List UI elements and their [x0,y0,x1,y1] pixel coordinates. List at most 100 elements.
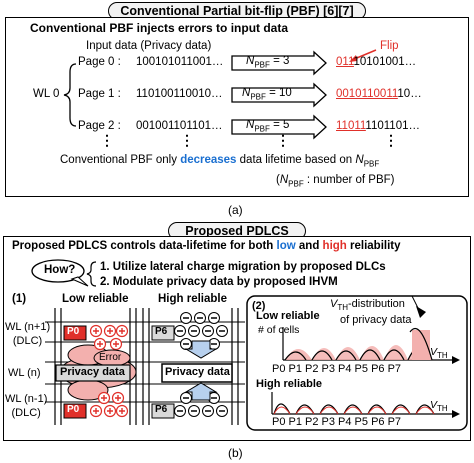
n-sub: PBF [254,124,270,134]
how-bubble [31,259,85,283]
n-symbol: N [355,154,364,166]
n-sub: PBF [254,60,270,70]
dots-pages: ⋮ [100,132,114,148]
dots-output: ⋮ [384,132,398,148]
vth-v: V [330,298,338,310]
legend-text: : number of PBF) [306,174,395,186]
p0-bottom: P0 [67,404,80,415]
wl-mid-label: WL (n) [8,367,41,379]
label-2: (2) [252,300,266,312]
row0-flipped: 011 [336,56,354,68]
n-sub: PBF [250,92,266,102]
high-reliable-2: High reliable [256,378,323,390]
row0-bits: 100101011001… [136,56,224,68]
privacy-data-high: Privacy data [165,366,230,378]
vth-sub: TH [337,303,349,313]
privacy-data-low: Privacy data [60,366,125,378]
cell-structure [45,308,245,425]
low-reliable-2: Low reliable [256,310,320,322]
caption-a: (a) [228,203,243,217]
row2-page: Page 2 : [78,120,121,132]
error-label: Error [99,352,122,363]
banner-a-text: Conventional Partial bit-flip (PBF) [6][… [120,4,354,18]
cells-label: # of cells [258,324,300,336]
vth-v: V [430,346,438,358]
states-high: P0 P1 P2 P3 P4 P5 P6 P7 [272,416,402,428]
banner-a: Conventional Partial bit-flip (PBF) [6][… [108,2,366,20]
how-label: How? [44,264,76,276]
n-symbol: N [246,119,255,131]
vth-axis-low: VTH [430,346,448,360]
row2-npbf: NPBF = 5 [246,119,289,133]
wl-bot-label: WL (n-1) (DLC) [5,392,47,420]
row0-nvalue: = 3 [273,55,290,67]
flip-pointer-head [349,55,357,62]
heading-b-post: reliability [346,240,401,252]
heading-b-high: high [322,240,347,252]
p0-top: P0 [67,326,80,337]
p6-top: P6 [155,326,168,337]
row1-rest: 10… [397,88,422,100]
legend-a: (NPBF : number of PBF) [276,174,395,189]
high-reliable-label: High reliable [158,293,228,305]
vth-sub: TH [437,351,448,361]
row1-nvalue: = 10 [269,87,292,99]
note-key: decreases [180,154,237,166]
row2-rest: 1101101… [365,120,420,132]
wl-bot: WL (n-1) [5,393,48,405]
n-symbol: N [246,55,255,67]
item-1: 1. Utilize lateral charge migration by p… [100,261,386,273]
row0-npbf: NPBF = 3 [246,55,289,69]
row0-rest: 10101001… [353,56,417,68]
flip-label: Flip [380,40,399,52]
row1-page: Page 1 : [78,88,121,100]
how-bubble-tail [70,276,89,287]
caption-b: (b) [228,446,243,460]
panel-a [5,17,469,197]
heading-b-mid: and [295,240,323,252]
input-data-label: Input data (Privacy data) [86,40,212,52]
row2-output: 110111101101… [336,120,420,132]
low-reliable-label: Low reliable [62,293,129,305]
vth-title2: of privacy data [340,314,412,327]
row0-output: 01110101001… [336,56,416,68]
wl-top-label: WL (n+1) (DLC) [5,320,50,348]
n-symbol: N [242,87,251,99]
note-a: Conventional PBF only decreases data lif… [60,154,379,168]
states-low: P0 P1 P2 P3 P4 P5 P6 P7 [272,363,402,375]
row1-bits: 110100110010… [136,88,223,100]
vth-sub: TH [437,404,448,414]
vth-v: V [430,399,438,411]
n-symbol: N [279,174,289,186]
row2-nvalue: = 5 [273,119,290,131]
p6-bottom: P6 [155,404,168,415]
item-2: 2. Modulate privacy data by proposed IHV… [100,276,338,288]
wl0-brace [63,63,77,127]
row0-page: Page 0 : [78,56,121,68]
wl-top-sub: (DLC) [12,335,43,347]
vth-axis-high: VTH [430,399,448,413]
heading-b: Proposed PDLCS controls data-lifetime fo… [12,240,401,252]
heading-a: Conventional PBF injects errors to input… [30,21,289,35]
banner-b-text: Proposed PDLCS [185,224,289,238]
row1-output: 001011001110… [336,88,422,100]
row2-bits: 001001101101… [136,120,223,132]
row1-flipped: 0010110011 [336,88,398,100]
heading-b-pre: Proposed PDLCS controls data-lifetime fo… [12,240,277,252]
arrow-page0 [231,50,327,76]
n-sub: PBF [363,159,380,169]
vth-title: VTH-distribution of privacy data [330,298,412,327]
label-1: (1) [12,293,27,305]
how-brace [86,261,97,287]
row2-flipped: 11011 [336,120,366,132]
wl-bot-sub: (DLC) [11,407,41,419]
n-sub: PBF [288,179,304,189]
note-post: data lifetime based on [236,154,356,166]
arrow-page2 [231,114,327,140]
heading-b-low: low [276,240,296,252]
arrow-page1 [231,82,327,108]
row1-npbf: NPBF = 10 [242,87,292,101]
vth-title1: -distribution [348,298,405,310]
